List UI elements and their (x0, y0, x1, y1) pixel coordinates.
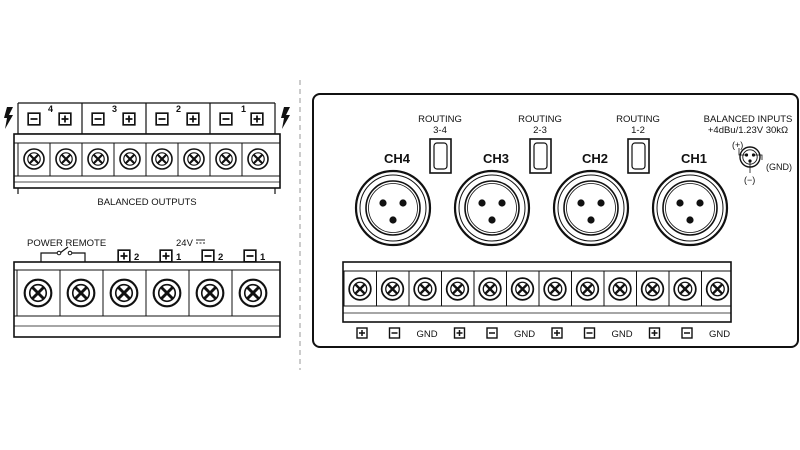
routing-switch-2-3[interactable] (529, 138, 552, 174)
terminal-minus-icon (583, 327, 596, 339)
power-terminal-screw[interactable] (238, 278, 268, 308)
input-terminal-screw[interactable] (575, 276, 600, 302)
xlr-pinout-icon (738, 146, 763, 173)
output-plus-icon (186, 112, 200, 126)
balanced-outputs-title: BALANCED OUTPUTS (97, 197, 196, 208)
routing-sub: 2-3 (533, 125, 547, 136)
power-terminal-number: 1 (176, 252, 182, 263)
input-terminal-screw[interactable] (542, 276, 568, 302)
terminal-label-gnd: GND (709, 329, 730, 340)
xlr-input-ch3[interactable] (453, 169, 531, 247)
output-minus-icon (219, 112, 233, 126)
output-minus-icon (27, 112, 41, 126)
input-panel: ROUTING 3-4 ROUTING 2-3 ROUTING 1-2 BALA… (312, 93, 799, 348)
output-channel-number: 4 (48, 104, 53, 114)
input-terminal-screw[interactable] (640, 276, 665, 302)
routing-label: ROUTING (616, 114, 660, 125)
routing-sub: 1-2 (631, 125, 645, 136)
terminal-minus-icon (681, 327, 693, 339)
input-terminal-screw[interactable] (347, 276, 373, 302)
power-terminal-screw[interactable] (152, 278, 182, 308)
balanced-inputs-title: BALANCED INPUTS (704, 114, 793, 125)
terminal-plus-icon (453, 327, 466, 339)
power-terminal-number: 2 (218, 252, 223, 263)
power-terminal-number: 2 (134, 252, 139, 263)
input-terminal-screw[interactable] (477, 276, 503, 302)
balanced-inputs-spec: +4dBu/1.23V 30kΩ (708, 125, 788, 136)
power-plus-icon (117, 249, 131, 263)
channel-label-ch3: CH3 (483, 151, 509, 166)
terminal-label-gnd: GND (514, 329, 535, 340)
input-terminal-labels: GND GND GND GND (356, 327, 730, 340)
output-minus-icon (91, 112, 105, 126)
channel-label-ch2: CH2 (582, 151, 608, 166)
channel-label-ch1: CH1 (681, 151, 707, 166)
power-terminal-screw[interactable] (66, 278, 96, 308)
input-terminal-screw[interactable] (510, 276, 535, 302)
dc-symbol-icon (196, 239, 205, 244)
output-terminal-screw[interactable] (86, 147, 110, 171)
terminal-plus-icon (551, 327, 563, 339)
output-channel-number: 3 (112, 104, 117, 114)
routing-switch-1-2[interactable] (627, 138, 650, 174)
voltage-label: 24V (176, 238, 194, 249)
output-terminal-block (13, 133, 281, 194)
xlr-input-ch4[interactable] (354, 169, 432, 247)
output-terminal-screw[interactable] (22, 147, 46, 171)
hazard-bolt-left-icon (4, 107, 13, 129)
switch-symbol-icon (40, 246, 86, 262)
output-minus-icon (155, 112, 169, 126)
power-terminal-screw[interactable] (195, 278, 225, 308)
pin-plus-label: (+) (732, 140, 743, 150)
output-terminal-screw[interactable] (214, 147, 238, 171)
input-terminal-block (342, 261, 732, 323)
output-plus-icon (122, 112, 136, 126)
output-terminal-screw[interactable] (182, 147, 206, 171)
output-plus-icon (250, 112, 264, 126)
input-terminal-screw[interactable] (672, 276, 698, 302)
routing-label: ROUTING (418, 114, 462, 125)
terminal-minus-icon (486, 327, 498, 339)
power-terminal-screw[interactable] (109, 278, 139, 308)
output-plus-icon (58, 112, 72, 126)
input-terminal-screw[interactable] (445, 276, 470, 302)
power-plus-icon (159, 249, 173, 263)
xlr-input-ch2[interactable] (552, 169, 630, 247)
routing-sub: 3-4 (433, 125, 447, 136)
terminal-label-gnd: GND (416, 329, 437, 340)
output-channel-number: 2 (176, 104, 181, 114)
input-terminal-screw[interactable] (380, 276, 405, 302)
balanced-outputs-block: 4 3 2 1 BALANCED OUTPUTS (4, 102, 290, 208)
power-terminal-block (13, 261, 281, 338)
input-terminal-screw[interactable] (705, 276, 730, 302)
input-terminal-screw[interactable] (412, 276, 438, 302)
power-remote-label: POWER REMOTE (27, 238, 106, 249)
xlr-input-ch1[interactable] (651, 169, 729, 247)
terminal-minus-icon (388, 327, 401, 339)
terminal-plus-icon (356, 327, 368, 339)
pin-gnd-label: (GND) (766, 162, 792, 172)
output-terminal-screw[interactable] (54, 147, 78, 171)
input-terminal-screw[interactable] (607, 276, 633, 302)
output-channel-number: 1 (241, 104, 246, 114)
output-terminal-screw[interactable] (246, 147, 270, 171)
power-terminal-screw[interactable] (23, 278, 53, 308)
channel-label-ch4: CH4 (384, 151, 411, 166)
power-terminal-number: 1 (260, 252, 266, 263)
power-minus-icon (243, 249, 257, 263)
hazard-bolt-right-icon (281, 107, 290, 129)
terminal-plus-icon (648, 327, 661, 339)
output-channel-labels: 4 3 2 1 (17, 102, 276, 135)
routing-switch-3-4[interactable] (429, 138, 452, 174)
power-remote-block: POWER REMOTE 24V 2 1 2 1 (13, 238, 281, 338)
power-minus-icon (201, 249, 215, 263)
terminal-label-gnd: GND (611, 329, 632, 340)
routing-label: ROUTING (518, 114, 562, 125)
output-terminal-screw[interactable] (150, 147, 174, 171)
output-terminal-screw[interactable] (118, 147, 142, 171)
pin-minus-label: (−) (744, 175, 755, 185)
